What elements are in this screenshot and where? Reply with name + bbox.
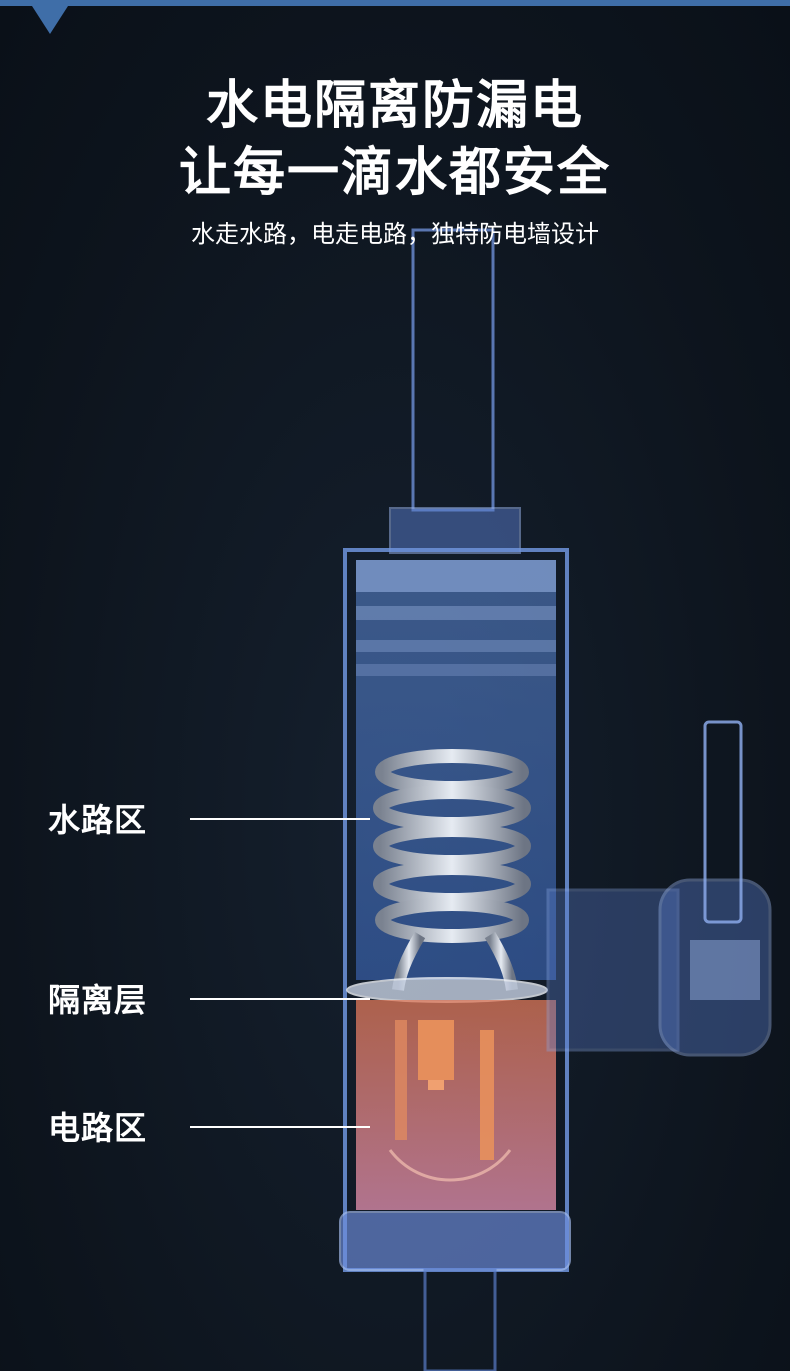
- subtitle: 水走水路，电走电路，独特防电墙设计: [191, 220, 599, 248]
- headline-line-1: 水电隔离防漏电: [205, 76, 584, 136]
- side-control-knob: [546, 720, 772, 1057]
- top-accent-bar: [0, 0, 790, 6]
- label-isolation-layer: 隔离层: [48, 981, 148, 1019]
- leader-line-layer: [190, 998, 370, 1000]
- leader-line-water: [190, 818, 370, 820]
- inlet-pipe: [389, 228, 521, 554]
- bottom-base: [339, 1211, 571, 1371]
- headline-line-2: 让每一滴水都安全: [178, 143, 611, 203]
- isolation-plate: [346, 977, 548, 1003]
- circuit-chamber: [356, 1000, 556, 1210]
- leader-line-circuit: [190, 1126, 370, 1128]
- top-notch-decoration: [32, 6, 68, 34]
- label-circuit-zone: 电路区: [48, 1109, 148, 1147]
- label-water-zone: 水路区: [48, 801, 148, 839]
